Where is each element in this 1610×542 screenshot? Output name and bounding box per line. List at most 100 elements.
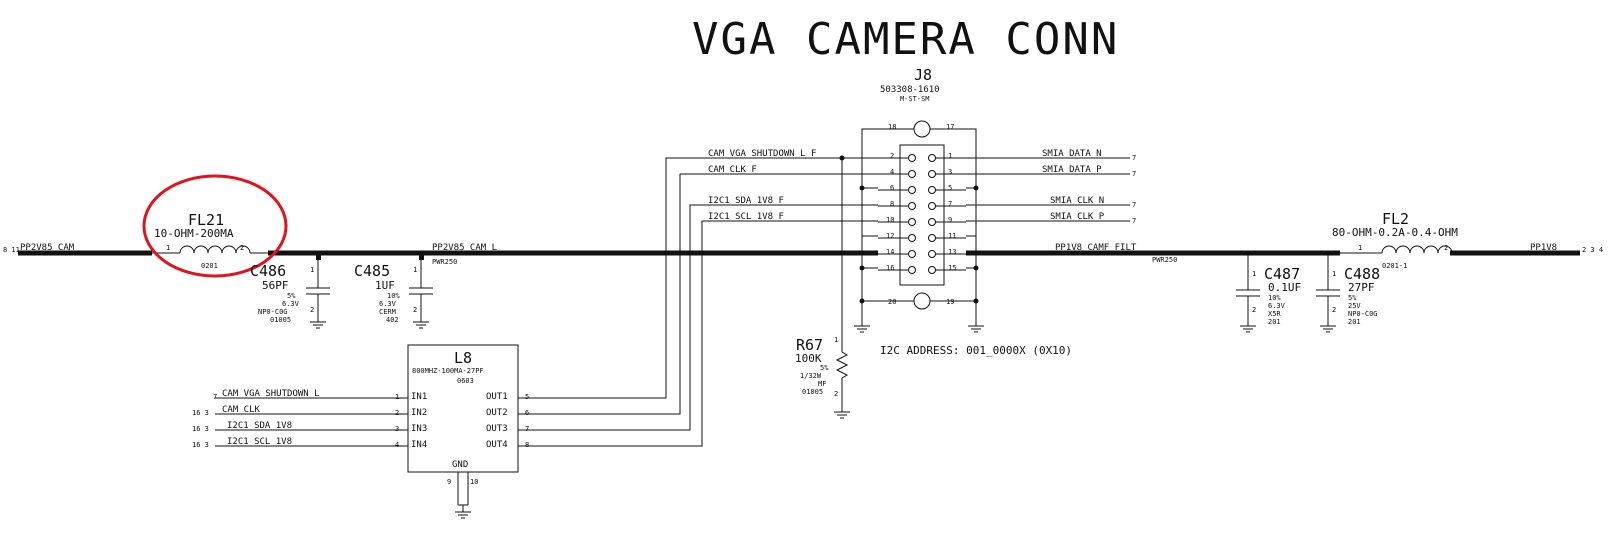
c485-spec-tolerance: 10% bbox=[387, 292, 400, 300]
j8-pin-7: 7 bbox=[948, 200, 952, 208]
c487-pin1: 1 bbox=[1252, 270, 1256, 278]
c485-symbol bbox=[409, 260, 433, 329]
l8-out2: OUT2 bbox=[486, 408, 508, 418]
l8-in3: IN3 bbox=[411, 424, 427, 434]
i2c-address-note: I2C ADDRESS: 001_0000X (0X10) bbox=[880, 344, 1072, 357]
j8-pin-2: 2 bbox=[890, 152, 894, 160]
c486-spec-dielectric: NP0-C0G bbox=[258, 308, 288, 316]
j8-pin-contact-l3 bbox=[908, 186, 916, 194]
j8-pin-contacts bbox=[878, 154, 966, 274]
l8-pin-8: 8 bbox=[525, 441, 529, 449]
r67-pin1: 1 bbox=[834, 336, 838, 344]
fl2-value: 80-OHM-0.2A-0.4-OHM bbox=[1332, 226, 1458, 239]
c488-spec-voltage: 25V bbox=[1348, 302, 1361, 310]
l8-pin-5: 5 bbox=[525, 393, 529, 401]
j8-pin-9: 9 bbox=[948, 216, 952, 224]
j8-pin-contact-r6 bbox=[928, 234, 936, 242]
power-rails bbox=[18, 250, 1580, 260]
rail-label-pp2v85-cam: PP2V85_CAM bbox=[20, 243, 75, 253]
rail-ref-right: 2 3 4 bbox=[1582, 246, 1603, 254]
l8-input-ref-4: 16 3 bbox=[192, 441, 209, 449]
fl21-pin1: 1 bbox=[166, 244, 170, 252]
l8-input-wires bbox=[215, 397, 408, 447]
j8-pin-contact-l6 bbox=[908, 234, 916, 242]
j8-pin-3: 3 bbox=[948, 168, 952, 176]
r67-value: 100K bbox=[795, 352, 822, 365]
l8-input-ref-1: 7 bbox=[213, 393, 217, 401]
fl2-pin2: 2 bbox=[1444, 244, 1448, 252]
net-i2c1-scl-1v8-f: I2C1_SCL_1V8_F bbox=[708, 212, 784, 222]
l8-ref: L8 bbox=[454, 349, 472, 367]
c485-spec-package: 402 bbox=[386, 316, 399, 324]
c488-ref: C488 bbox=[1344, 265, 1380, 283]
net-ref-smia-data-n: 7 bbox=[1132, 154, 1136, 162]
c486-symbol bbox=[306, 260, 330, 329]
l8-pin-2: 2 bbox=[395, 409, 399, 417]
j8-pin-11: 11 bbox=[948, 232, 956, 240]
j8-pin-contact-l5 bbox=[908, 218, 916, 226]
j8-pin-17: 17 bbox=[946, 123, 954, 131]
j8-pin-contact-l7 bbox=[908, 250, 916, 258]
rail-label-pp2v85-cam-l: PP2V85_CAM_L bbox=[432, 243, 497, 253]
c486-spec-voltage: 6.3V bbox=[282, 300, 300, 308]
j8-pin-15: 15 bbox=[948, 264, 956, 272]
fl2-package: 0201-1 bbox=[1382, 262, 1407, 270]
c488-value: 27PF bbox=[1348, 281, 1375, 294]
net-smia-clk-p: SMIA_CLK_P bbox=[1050, 212, 1105, 222]
highlight-circle-fl21 bbox=[142, 174, 288, 278]
l8-pin-10: 10 bbox=[470, 478, 478, 486]
l8-pin-7: 7 bbox=[525, 425, 529, 433]
c485-pin1: 1 bbox=[413, 266, 417, 274]
net-ref-smia-data-p: 7 bbox=[1132, 170, 1136, 178]
rail-label-pp1v8: PP1V8 bbox=[1530, 243, 1557, 253]
l8-value: 800MHZ-100MA-27PF bbox=[412, 367, 484, 375]
net-i2c1-sda-1v8-f: I2C1_SDA_1V8_F bbox=[708, 196, 784, 206]
j8-pin-contact-r4 bbox=[928, 202, 936, 210]
c487-value: 0.1UF bbox=[1268, 281, 1301, 294]
j8-pin-19: 19 bbox=[946, 298, 954, 306]
c487-pin2: 2 bbox=[1252, 306, 1256, 314]
c486-pin2: 2 bbox=[310, 306, 314, 314]
c486-value: 56PF bbox=[262, 279, 289, 292]
j8-pin-20: 20 bbox=[888, 298, 896, 306]
c488-pin2: 2 bbox=[1332, 306, 1336, 314]
l8-pin-9: 9 bbox=[447, 478, 451, 486]
l8-input-ref-3: 16 3 bbox=[192, 425, 209, 433]
j8-pin-18: 18 bbox=[888, 123, 896, 131]
r67-spec-package: 01005 bbox=[802, 388, 823, 396]
j8-shell bbox=[854, 120, 984, 333]
net-cam-clk-f: CAM_CLK_F bbox=[708, 165, 757, 175]
c486-pin1: 1 bbox=[310, 266, 314, 274]
net-ref-smia-clk-n: 7 bbox=[1132, 201, 1136, 209]
j8-pin-12: 12 bbox=[886, 232, 894, 240]
j8-pin-14: 14 bbox=[886, 248, 894, 256]
c488-symbol bbox=[1316, 253, 1340, 333]
net-i2c1-sda-1v8: I2C1_SDA_1V8 bbox=[227, 421, 292, 431]
j8-pin-contact-r7 bbox=[928, 250, 936, 258]
c485-spec-dielectric: CERM bbox=[379, 308, 396, 316]
rail-width-right: PWR250 bbox=[1152, 256, 1177, 264]
r67-spec-type: MF bbox=[818, 380, 826, 388]
j8-pin-6: 6 bbox=[890, 184, 894, 192]
j8-type: M-ST-SM bbox=[900, 95, 930, 103]
c486-spec-tolerance: 5% bbox=[287, 292, 296, 300]
fl21-value: 10-OHM-200MA bbox=[154, 227, 234, 240]
j8-pin-contact-l1 bbox=[908, 154, 916, 162]
c487-spec-dielectric: X5R bbox=[1268, 310, 1281, 318]
net-cam-clk: CAM_CLK bbox=[222, 405, 261, 415]
net-cam-vga-shutdown-l-f: CAM_VGA_SHUTDOWN_L_F bbox=[708, 149, 816, 159]
j8-pin-8: 8 bbox=[890, 200, 894, 208]
rail-ref-left: 8 11 bbox=[3, 246, 20, 254]
j8-pin-contact-r2 bbox=[928, 170, 936, 178]
l8-output-wires bbox=[518, 157, 878, 447]
fl21-pin2: 2 bbox=[240, 244, 244, 252]
c487-symbol bbox=[1236, 253, 1260, 333]
l8-in2: IN2 bbox=[411, 408, 427, 418]
j8-pin-1: 1 bbox=[948, 152, 952, 160]
c488-spec-tolerance: 5% bbox=[1348, 294, 1357, 302]
c485-ref: C485 bbox=[354, 262, 390, 280]
fl21-package: 0201 bbox=[201, 262, 218, 270]
j8-pin-10: 10 bbox=[886, 216, 894, 224]
c485-value: 1UF bbox=[375, 279, 395, 292]
